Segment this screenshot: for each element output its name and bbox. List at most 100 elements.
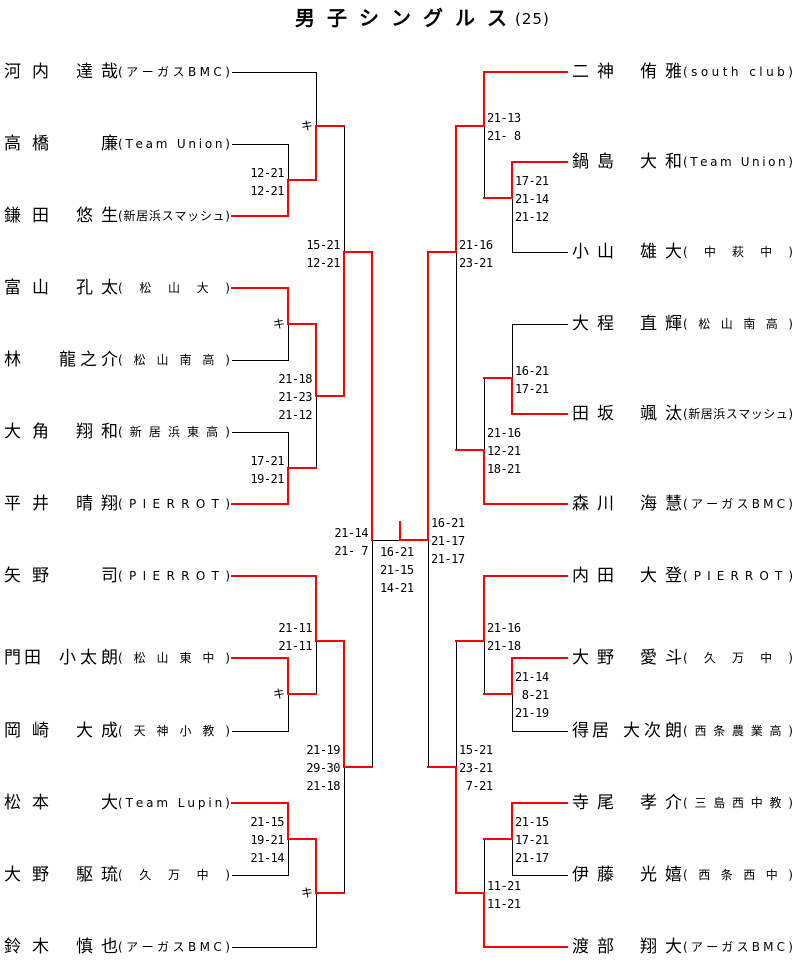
club-char: ア xyxy=(690,497,703,511)
club-char: 久 xyxy=(703,651,716,665)
club-char: 松 xyxy=(133,353,146,367)
player-name: 大程直輝 xyxy=(572,314,682,334)
given-name: 侑雅 xyxy=(640,62,690,82)
player-name: 伊藤光嬉 xyxy=(572,865,682,885)
club-char: m xyxy=(155,137,168,151)
player-name: 寺尾孝介 xyxy=(572,793,682,813)
game-score: 11-21 xyxy=(487,897,521,911)
club-char: a xyxy=(145,137,154,151)
club-char: p xyxy=(197,796,206,810)
given-name: 大成 xyxy=(76,721,126,741)
given-name: 孔太 xyxy=(76,278,126,298)
game-score: 21-14 xyxy=(515,192,549,206)
club-char: ) xyxy=(225,353,230,367)
given-name: 翔大 xyxy=(640,937,690,957)
club-char: 居 xyxy=(700,407,713,421)
family-name: 大角 xyxy=(4,422,60,442)
club-char: マ xyxy=(738,407,751,421)
club-char: ガ xyxy=(721,497,734,511)
club-char: ( xyxy=(683,940,688,954)
family-name: 鎌田 xyxy=(4,206,60,226)
player-entry: 林龍之介 (松山南高) xyxy=(4,350,230,370)
player-name: 内田大登 xyxy=(572,566,682,586)
club-char: b xyxy=(777,65,785,79)
club-char: 教 xyxy=(202,724,215,738)
club-char: 小 xyxy=(179,724,192,738)
club-char: C xyxy=(213,65,222,79)
club-char: 居 xyxy=(136,209,149,223)
club-char: ー xyxy=(706,497,719,511)
player-club: (新居浜スマッシュ) xyxy=(683,404,793,424)
given-name: 晴翔 xyxy=(76,494,126,514)
family-name: 寺尾 xyxy=(572,793,622,813)
club-char: ュ xyxy=(775,407,788,421)
club-char: C xyxy=(213,940,222,954)
game-score: 21-14 xyxy=(250,851,284,865)
club-char: ー xyxy=(706,940,719,954)
club-char: ( xyxy=(118,724,123,738)
club-char: P xyxy=(129,569,137,583)
club-char: ス xyxy=(736,497,749,511)
club-char: ( xyxy=(683,724,688,738)
game-score: 23-21 xyxy=(459,761,493,775)
player-name: 渡部翔大 xyxy=(572,937,682,957)
club-char: シ xyxy=(199,209,212,223)
club-char: 条 xyxy=(713,724,726,738)
player-name: 鈴木慎也 xyxy=(4,937,118,957)
club-char: ( xyxy=(118,209,123,223)
game-score: 17-21 xyxy=(250,454,284,468)
club-char: ( xyxy=(118,569,123,583)
family-name: 伊藤 xyxy=(572,865,622,885)
given-name: 愛斗 xyxy=(640,648,690,668)
club-char: n xyxy=(778,155,786,169)
game-score: 15-21 xyxy=(459,743,493,757)
club-char: R xyxy=(181,569,190,583)
game-score: 21-18 xyxy=(306,779,340,793)
club-char: 山 xyxy=(156,353,169,367)
game-score: 21-12 xyxy=(515,210,549,224)
club-char: M xyxy=(763,940,774,954)
family-name: 平井 xyxy=(4,494,60,514)
player-name: 松本大 xyxy=(4,793,118,813)
club-char: o xyxy=(700,65,709,79)
player-name: 森川海慧 xyxy=(572,494,682,514)
club-char: ) xyxy=(788,868,793,882)
club-char: 島 xyxy=(713,796,726,810)
club-char xyxy=(734,152,738,172)
club-char: T xyxy=(211,569,219,583)
given-name: 直輝 xyxy=(640,314,690,334)
player-entry: 大角翔和 (新居浜東高) xyxy=(4,422,230,442)
family-name: 高橋 xyxy=(4,134,60,154)
family-name: 門田 xyxy=(4,648,44,668)
club-char: 業 xyxy=(750,724,763,738)
club-char: O xyxy=(195,497,206,511)
club-char: i xyxy=(198,137,203,151)
club-char: ( xyxy=(118,65,123,79)
club-char: 南 xyxy=(179,353,192,367)
club-char: ( xyxy=(118,796,123,810)
club-char: ( xyxy=(683,868,688,882)
game-score: 19-21 xyxy=(250,472,284,486)
player-entry: 門田小太朗 (松山東中) xyxy=(4,648,230,668)
club-char xyxy=(171,793,175,813)
game-score: 21- 8 xyxy=(487,129,521,143)
game-score: 29-30 xyxy=(306,761,340,775)
player-name: 高橋廉 xyxy=(4,134,118,154)
club-char: 万 xyxy=(731,651,744,665)
